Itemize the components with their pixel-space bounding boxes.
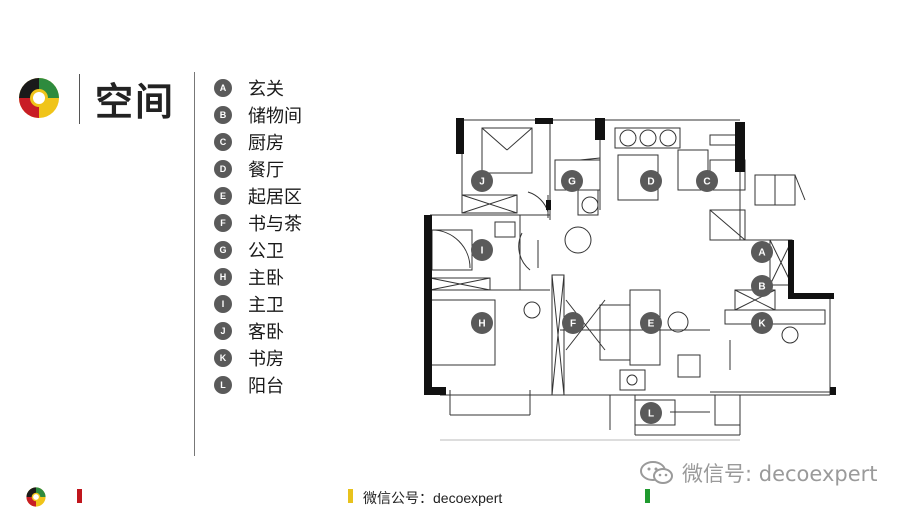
legend-badge: D: [214, 159, 232, 178]
page-title: 空间: [95, 80, 176, 124]
marker-B-label: B: [758, 282, 765, 293]
legend-item: J 客卧: [214, 317, 302, 344]
marker-B: B: [751, 275, 773, 297]
legend-item: E 起居区: [214, 182, 302, 209]
marker-K-label: K: [758, 319, 766, 330]
legend-badge: H: [214, 267, 232, 286]
marker-I: I: [471, 239, 493, 261]
legend-label: 起居区: [248, 186, 302, 208]
footer-wechat-text: 微信公号：decoexpert: [363, 490, 503, 506]
marker-F-label: F: [570, 319, 576, 330]
legend-item: I 主卫: [214, 290, 302, 317]
legend-badge: K: [214, 348, 232, 367]
marker-A: A: [751, 241, 773, 263]
marker-J: J: [471, 170, 493, 192]
marker-H: H: [471, 312, 493, 334]
legend-item: A 玄关: [214, 74, 302, 101]
wechat-icon: [640, 461, 673, 484]
floor-plan: A B C D E F G H I J K L: [424, 118, 836, 441]
legend-label: 玄关: [248, 78, 284, 100]
legend-label: 储物间: [248, 105, 302, 127]
marker-F: F: [562, 312, 584, 334]
marker-L-label: L: [648, 409, 654, 420]
marker-D: D: [640, 170, 662, 192]
footer-red-mark: [77, 489, 82, 503]
legend-label: 厨房: [248, 132, 284, 154]
watermark-text: 微信号: decoexpert: [682, 462, 878, 486]
marker-E-label: E: [648, 319, 655, 330]
legend-badge: G: [214, 240, 232, 259]
marker-C-label: C: [703, 177, 710, 188]
legend-item: H 主卧: [214, 263, 302, 290]
legend-item: B 储物间: [214, 101, 302, 128]
marker-G-label: G: [568, 177, 576, 188]
legend-item: L 阳台: [214, 371, 302, 398]
marker-L: L: [640, 402, 662, 424]
legend-item: K 书房: [214, 344, 302, 371]
legend-label: 书房: [248, 348, 284, 370]
legend-badge: A: [214, 78, 232, 97]
footer-logo: [26, 487, 46, 507]
brand-logo: [19, 78, 59, 118]
marker-G: G: [561, 170, 583, 192]
legend-item: F 书与茶: [214, 209, 302, 236]
footer-green-mark: [645, 489, 650, 503]
marker-K: K: [751, 312, 773, 334]
marker-J-label: J: [479, 177, 485, 188]
legend-label: 客卧: [248, 321, 284, 343]
vertical-divider: [194, 72, 195, 456]
legend-label: 主卫: [248, 294, 284, 316]
legend-item: D 餐厅: [214, 155, 302, 182]
wechat-watermark: 微信号: decoexpert: [640, 458, 878, 488]
legend-label: 公卫: [248, 240, 284, 262]
legend-badge: L: [214, 375, 232, 394]
marker-E: E: [640, 312, 662, 334]
legend-item: G 公卫: [214, 236, 302, 263]
marker-C: C: [696, 170, 718, 192]
marker-I-label: I: [481, 246, 484, 257]
legend-label: 书与茶: [248, 213, 302, 235]
title-divider: [79, 74, 80, 124]
legend-label: 主卧: [248, 267, 284, 289]
legend-item: C 厨房: [214, 128, 302, 155]
legend-badge: J: [214, 321, 232, 340]
legend-label: 餐厅: [248, 159, 284, 181]
legend-badge: C: [214, 132, 232, 151]
legend-label: 阳台: [248, 375, 284, 397]
marker-A-label: A: [758, 248, 765, 259]
legend-badge: E: [214, 186, 232, 205]
legend-badge: F: [214, 213, 232, 232]
legend-badge: I: [214, 294, 232, 313]
marker-H-label: H: [478, 319, 485, 330]
footer-yellow-mark: [348, 489, 353, 503]
legend-badge: B: [214, 105, 232, 124]
space-legend: A 玄关 B 储物间 C 厨房 D 餐厅 E 起居区 F 书与茶 G 公卫 H 主卧 I 主卫 J…: [214, 74, 302, 398]
marker-D-label: D: [647, 177, 654, 188]
